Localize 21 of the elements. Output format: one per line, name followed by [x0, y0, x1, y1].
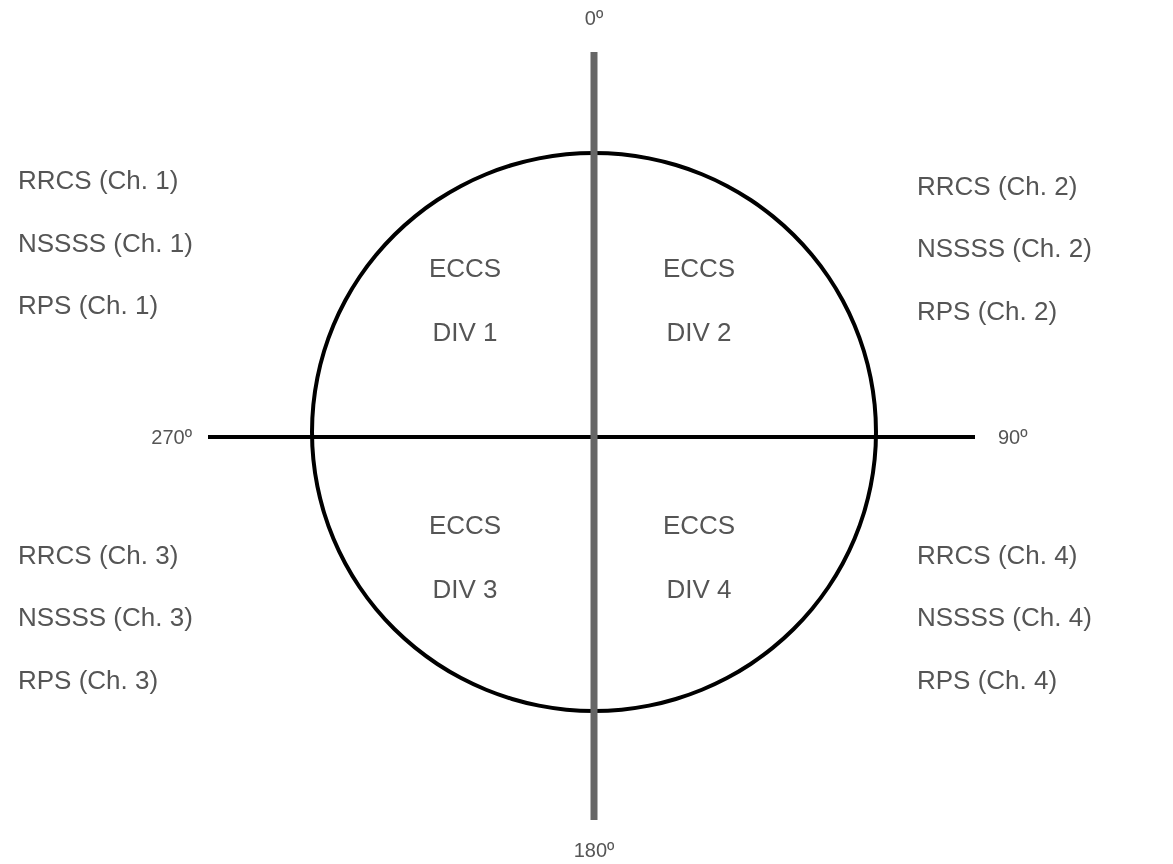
angle-label: 180º: [573, 838, 615, 863]
system-label: RPS (Ch. 2): [917, 294, 1058, 328]
angle-label: 90º: [998, 425, 1028, 450]
system-label: NSSSS (Ch. 1): [18, 226, 193, 260]
system-label: NSSSS (Ch. 3): [18, 600, 193, 634]
system-label: NSSSS (Ch. 2): [917, 231, 1092, 265]
division-label: ECCS DIV 1: [427, 252, 503, 349]
system-label: RRCS (Ch. 3): [18, 538, 179, 572]
system-label: RPS (Ch. 3): [18, 663, 159, 697]
system-label: RRCS (Ch. 1): [18, 163, 179, 197]
angle-label: 0º: [584, 6, 604, 31]
division-label: ECCS DIV 2: [661, 252, 737, 349]
system-label: NSSSS (Ch. 4): [917, 600, 1092, 634]
circle: [310, 151, 878, 713]
system-label: RPS (Ch. 4): [917, 663, 1058, 697]
system-label: RRCS (Ch. 4): [917, 538, 1078, 572]
system-label: RRCS (Ch. 2): [917, 169, 1078, 203]
angle-label: 270º: [151, 425, 192, 450]
division-label: ECCS DIV 4: [661, 509, 737, 606]
system-label: RPS (Ch. 1): [18, 288, 159, 322]
division-label: ECCS DIV 3: [427, 509, 503, 606]
